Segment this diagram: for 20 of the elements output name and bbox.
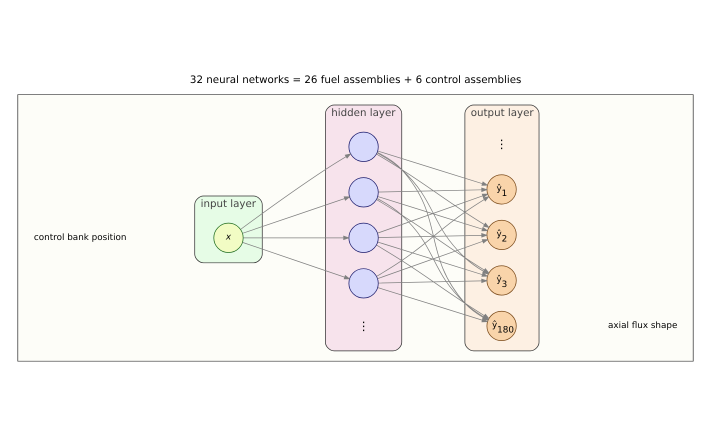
label: axial flux shape [608,321,678,332]
node-circle: x [213,222,244,253]
arrow [242,196,351,234]
arrow [242,242,351,280]
label: ⋮ [358,319,370,334]
node-circle [348,177,379,208]
arrow [378,233,488,238]
node-circle [348,132,379,162]
arrow [378,188,488,192]
diagram-title: 32 neural networks = 26 fuel assemblies + 6 control assemblies [190,74,522,86]
arrow [378,150,488,186]
arrow [242,236,350,240]
node-circle [348,268,379,298]
arrow [240,153,352,230]
arrow [378,278,488,284]
node-circle [348,222,379,253]
label: ⋮ [496,137,508,152]
label: control bank position [34,233,127,244]
cluster [17,94,694,362]
arrow [376,154,490,228]
